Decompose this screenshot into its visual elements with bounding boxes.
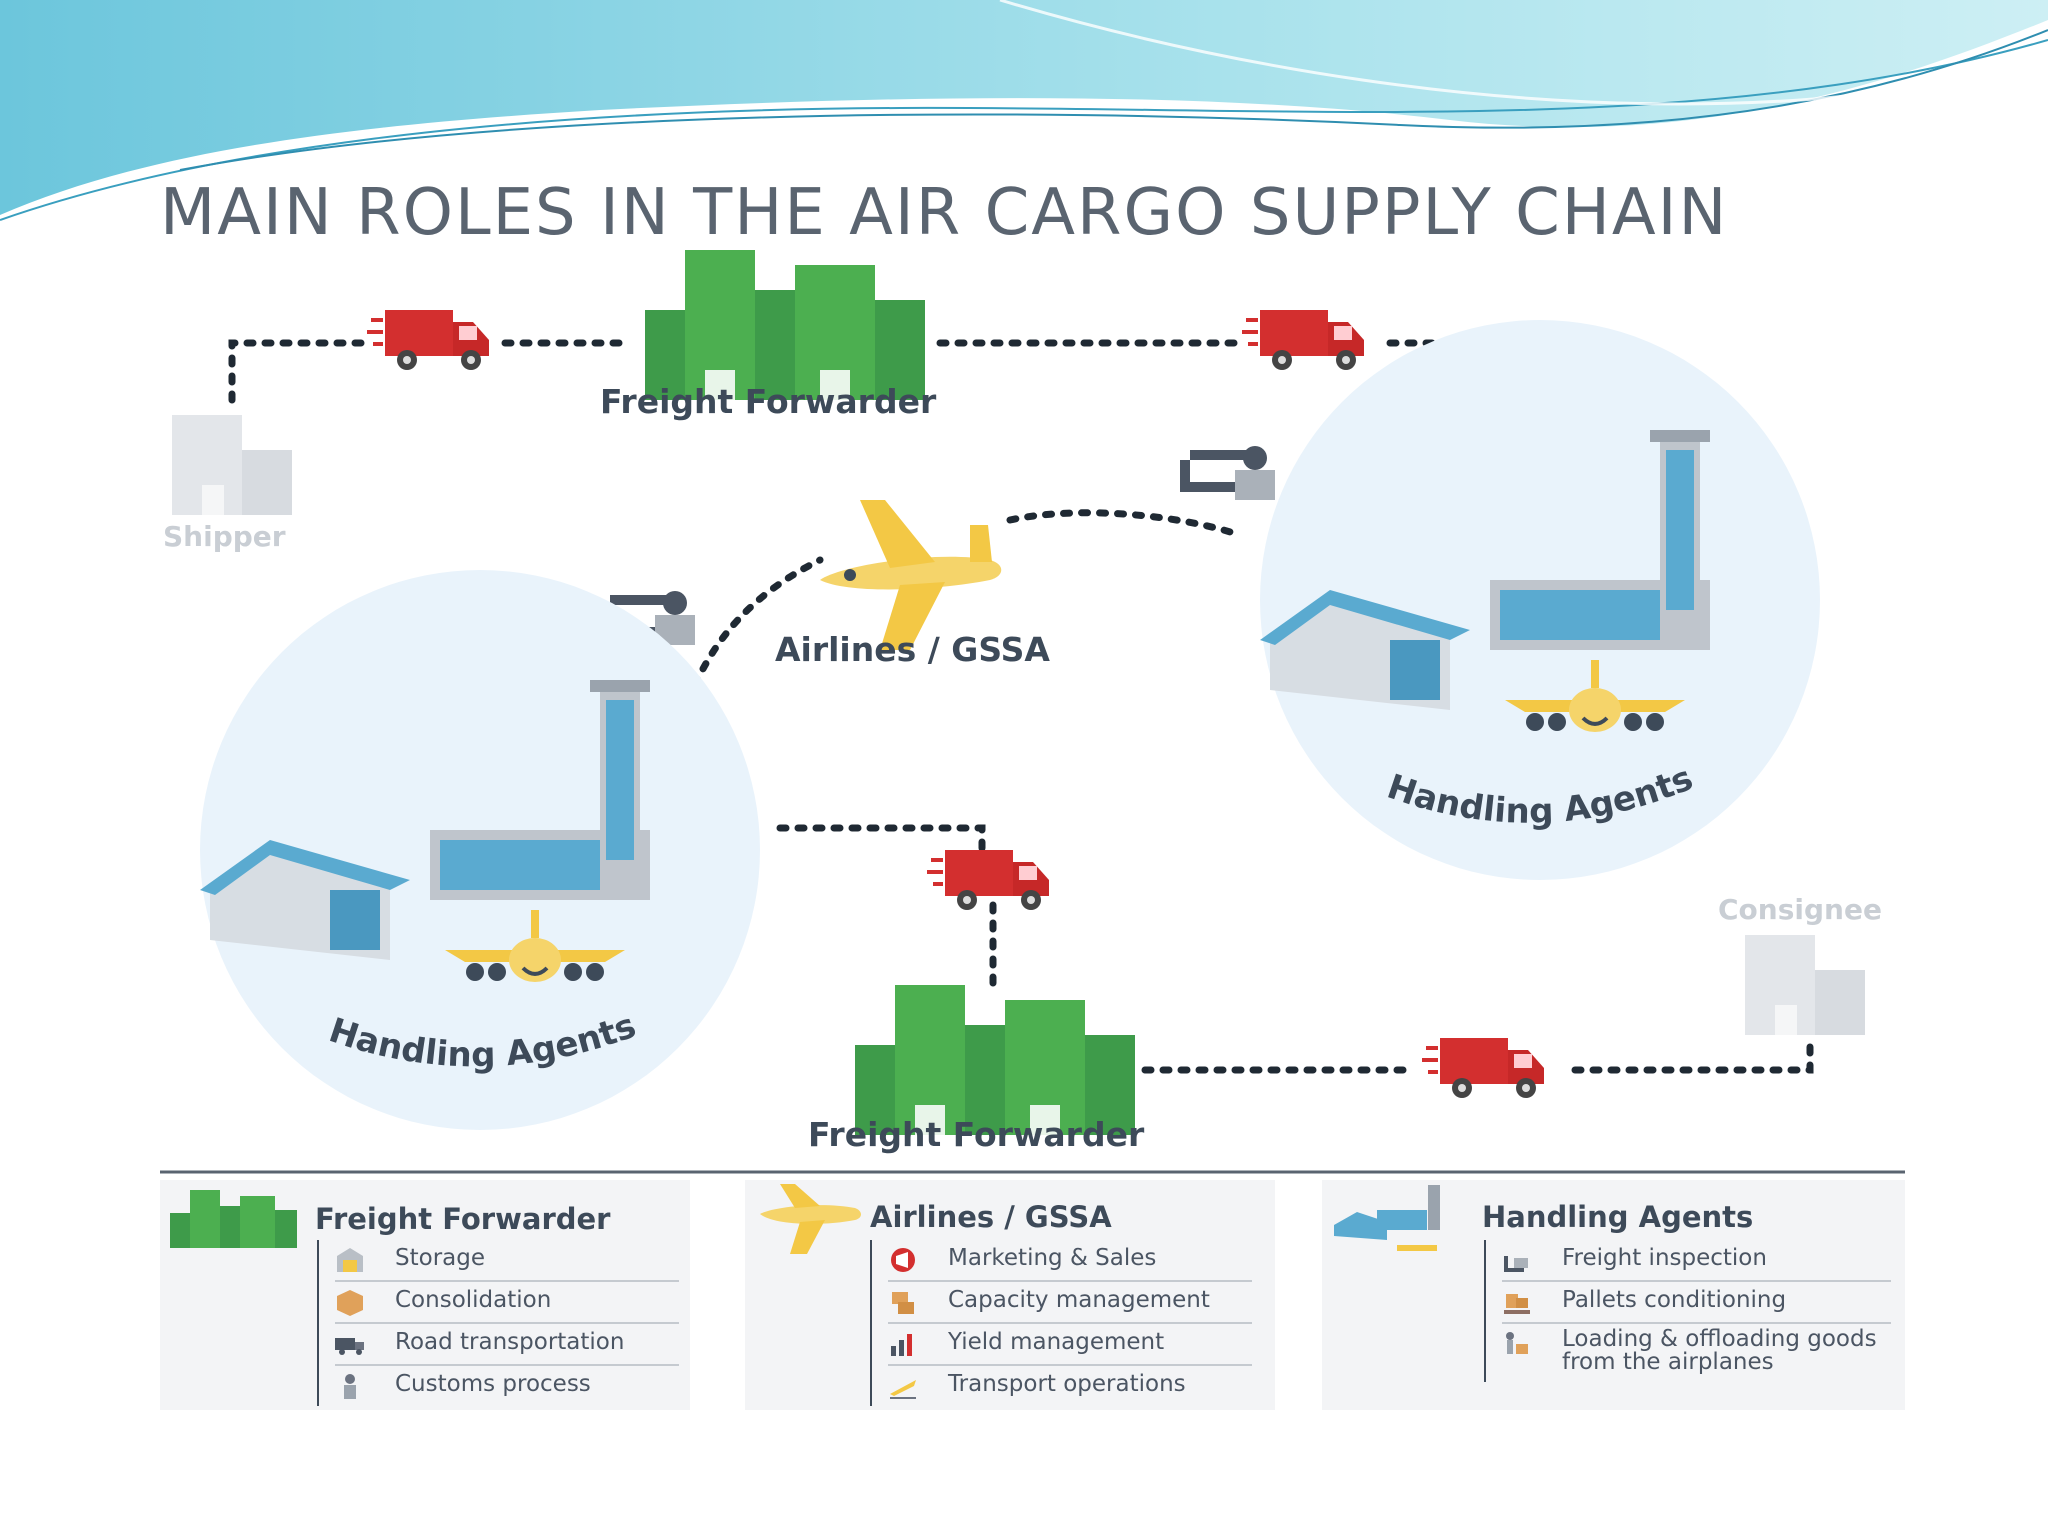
airlines-label: Airlines / GSSA bbox=[775, 630, 1050, 669]
airport-icon bbox=[1334, 1185, 1440, 1251]
truck-icon bbox=[927, 850, 1049, 910]
legend-title: Freight Forwarder bbox=[315, 1202, 611, 1236]
consignee-label: Consignee bbox=[1718, 893, 1882, 926]
scanner-icon bbox=[1504, 1256, 1528, 1272]
legend-item: Loading & offloading goods from the airp… bbox=[1502, 1324, 1891, 1382]
truck-icon bbox=[1242, 310, 1364, 370]
legend-item: Yield management bbox=[888, 1324, 1252, 1366]
shipper-label: Shipper bbox=[163, 520, 286, 553]
truck-icon bbox=[367, 310, 489, 370]
inspector-icon bbox=[1180, 446, 1275, 500]
legend-item: Pallets conditioning bbox=[1502, 1282, 1891, 1324]
airplane-icon bbox=[760, 1184, 861, 1254]
legend-item: Freight inspection bbox=[1502, 1240, 1891, 1282]
plane-takeoff-icon bbox=[890, 1380, 916, 1399]
legend-item: Road transportation bbox=[335, 1324, 679, 1366]
legend-item: Customs process bbox=[335, 1366, 679, 1406]
header-wave bbox=[0, 0, 2048, 221]
freight-forwarder-top-label: Freight Forwarder bbox=[600, 382, 937, 421]
consignee-building-icon bbox=[1745, 935, 1865, 1035]
buildings-icon bbox=[170, 1190, 297, 1248]
legend-item: Marketing & Sales bbox=[888, 1240, 1252, 1282]
freight-forwarder-bottom-label: Freight Forwarder bbox=[808, 1115, 1145, 1154]
pallet-icon bbox=[1504, 1294, 1530, 1314]
legend-item: Transport operations bbox=[888, 1366, 1252, 1406]
legend-handling-agents: Handling Agents Freight inspection Palle… bbox=[1322, 1180, 1905, 1410]
legend-airlines: Airlines / GSSA Marketing & Sales Capaci… bbox=[745, 1180, 1275, 1410]
freight-forwarder-icon bbox=[855, 985, 1135, 1135]
officer-icon bbox=[344, 1374, 356, 1399]
megaphone-icon bbox=[891, 1248, 915, 1272]
page-title: MAIN ROLES IN THE AIR CARGO SUPPLY CHAIN bbox=[160, 176, 1729, 250]
legend-title: Handling Agents bbox=[1482, 1200, 1754, 1234]
truck-icon bbox=[335, 1338, 364, 1355]
airplane-icon bbox=[820, 500, 1002, 650]
legend-title: Airlines / GSSA bbox=[870, 1200, 1112, 1234]
legend-freight-forwarder: Freight Forwarder Storage Consolidation … bbox=[160, 1180, 690, 1410]
supply-chain-diagram: Handling Agents Handling Agents bbox=[160, 250, 1905, 1174]
legend-item: Capacity management bbox=[888, 1282, 1252, 1324]
warehouse-icon bbox=[337, 1248, 363, 1272]
truck-icon bbox=[1422, 1038, 1544, 1098]
shipper-building-icon bbox=[172, 415, 292, 515]
legend-item: Storage bbox=[335, 1240, 679, 1282]
legend-item: Consolidation bbox=[335, 1282, 679, 1324]
loader-icon bbox=[1506, 1332, 1528, 1354]
freight-forwarder-icon bbox=[645, 250, 925, 400]
boxes-icon bbox=[892, 1292, 914, 1314]
bar-chart-icon bbox=[891, 1334, 912, 1356]
box-icon bbox=[337, 1290, 363, 1316]
